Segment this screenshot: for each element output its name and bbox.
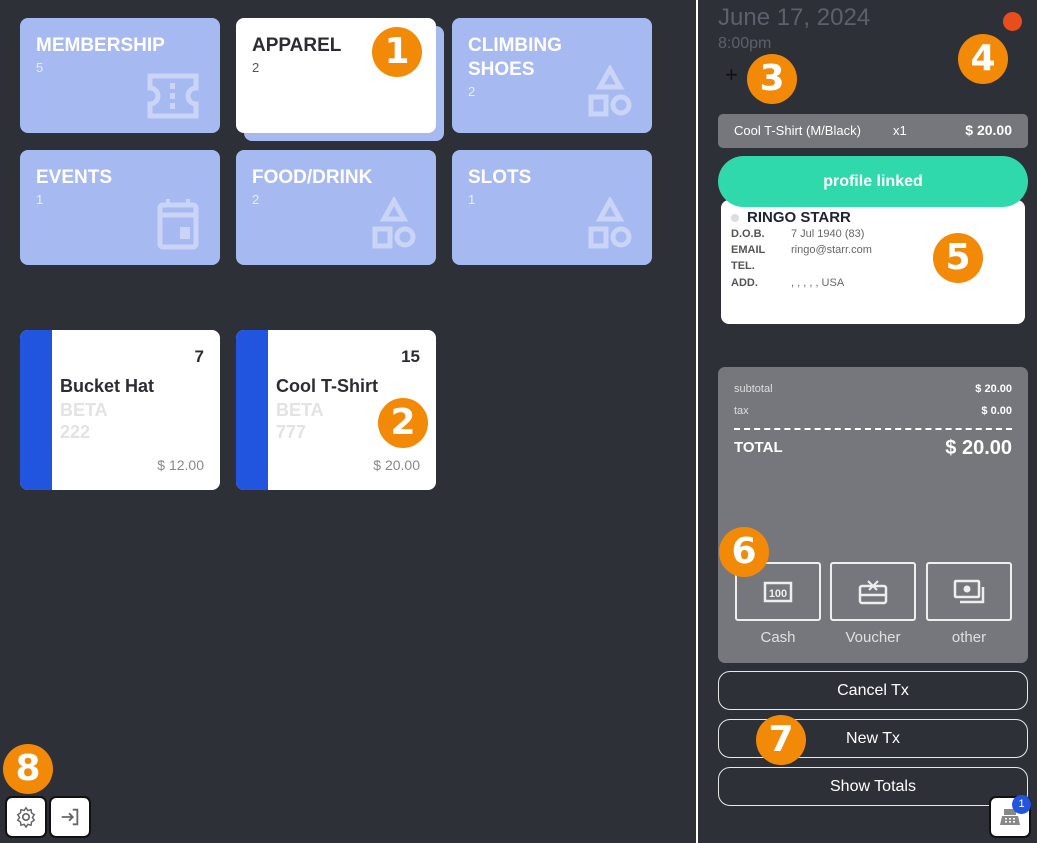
category-climbing-shoes[interactable]: CLIMBING SHOES 2 [452, 18, 652, 133]
product-card-bucket-hat[interactable]: 7 Bucket Hat BETA 222 $ 12.00 [20, 330, 220, 490]
cash-register-icon [1000, 809, 1020, 825]
product-code: 222 [60, 422, 91, 442]
product-code: 777 [276, 422, 307, 442]
cart-item-name: Cool T-Shirt (M/Black) [734, 123, 861, 138]
product-color-stripe [236, 330, 268, 490]
shapes-icon [372, 197, 416, 249]
email-value: ringo@starr.com [791, 244, 872, 256]
annotation-marker: 4 [958, 34, 1008, 84]
category-food-drink[interactable]: FOOD/DRINK 2 [236, 150, 436, 265]
category-count: 2 [252, 192, 260, 207]
category-membership[interactable]: MEMBERSHIP 5 [20, 18, 220, 133]
login-icon [61, 808, 79, 826]
total-label: TOTAL [734, 439, 783, 456]
calendar-icon [157, 199, 199, 250]
panel-divider [696, 0, 698, 843]
status-dot [1003, 12, 1022, 31]
cart-item-price: $ 20.00 [965, 122, 1012, 138]
voucher-icon [858, 579, 888, 604]
dob-value: 7 Jul 1940 (83) [791, 228, 865, 240]
profile-card[interactable]: RINGO STARR D.O.B. 7 Jul 1940 (83) EMAIL… [721, 200, 1025, 324]
product-stock: 7 [194, 347, 204, 366]
other-payment-icon [953, 579, 985, 603]
category-count: 2 [252, 60, 260, 75]
totals-panel: subtotal $ 20.00 tax $ 0.00 TOTAL $ 20.0… [718, 367, 1028, 663]
category-slots[interactable]: SLOTS 1 [452, 150, 652, 265]
tax-label: tax [734, 405, 749, 417]
dob-label: D.O.B. [731, 228, 765, 240]
add-button[interactable]: + [725, 62, 738, 87]
gear-icon [16, 806, 36, 828]
pay-other-button[interactable] [926, 562, 1012, 621]
login-button[interactable] [49, 796, 91, 838]
product-price: $ 12.00 [157, 457, 204, 473]
annotation-marker: 2 [378, 398, 428, 448]
new-tx-button[interactable]: New Tx [718, 719, 1028, 758]
tel-label: TEL. [731, 260, 755, 272]
cancel-tx-button[interactable]: Cancel Tx [718, 671, 1028, 710]
address-label: ADD. [731, 277, 758, 289]
pay-cash-label: Cash [760, 629, 796, 646]
category-count: 1 [36, 192, 44, 207]
category-count: 1 [468, 192, 476, 207]
annotation-marker: 3 [747, 54, 797, 104]
product-name: Bucket Hat [60, 376, 155, 396]
category-events[interactable]: EVENTS 1 [20, 150, 220, 265]
cash-icon: 100 [763, 581, 793, 602]
pay-cash-button[interactable]: 100 [735, 562, 821, 621]
annotation-marker: 8 [3, 744, 53, 794]
category-name: MEMBERSHIP [36, 35, 165, 56]
cart-line-item[interactable]: Cool T-Shirt (M/Black) x1 $ 20.00 [718, 114, 1028, 148]
category-name: SLOTS [468, 167, 532, 188]
pay-other-label: other [951, 629, 987, 646]
category-count: 2 [468, 84, 476, 99]
pay-voucher-label: Voucher [845, 629, 901, 646]
totals-separator [734, 428, 1012, 430]
product-brand: BETA [276, 400, 324, 420]
profile-linked-button[interactable]: profile linked [718, 156, 1028, 207]
category-name: APPAREL [252, 35, 342, 56]
product-name: Cool T-Shirt [276, 376, 378, 396]
email-label: EMAIL [731, 244, 766, 256]
date-label: June 17, 2024 [718, 4, 871, 31]
register-count-badge: 1 [1012, 795, 1031, 814]
tax-value: $ 0.00 [981, 405, 1012, 417]
shapes-icon [588, 65, 632, 117]
time-label: 8:00pm [718, 35, 772, 52]
annotation-marker: 7 [756, 715, 806, 765]
pay-voucher-button[interactable] [830, 562, 916, 621]
product-brand: BETA [60, 400, 108, 420]
product-price: $ 20.00 [373, 457, 420, 473]
total-value: $ 20.00 [945, 437, 1012, 459]
subtotal-value: $ 20.00 [975, 383, 1012, 395]
profile-status-dot [731, 214, 739, 222]
product-color-stripe [20, 330, 52, 490]
subtotal-label: subtotal [734, 383, 773, 395]
category-name: EVENTS [36, 167, 113, 188]
annotation-marker: 5 [933, 233, 983, 283]
ticket-icon [147, 73, 199, 119]
product-stock: 15 [401, 347, 420, 366]
svg-text:100: 100 [769, 588, 787, 600]
settings-button[interactable] [5, 796, 47, 838]
address-value: , , , , , USA [791, 277, 845, 289]
category-name: FOOD/DRINK [252, 167, 373, 188]
shapes-icon [588, 197, 632, 249]
category-name: CLIMBING SHOES [468, 35, 562, 80]
category-count: 5 [36, 60, 44, 75]
show-totals-button[interactable]: Show Totals [718, 767, 1028, 806]
profile-name: RINGO STARR [747, 209, 851, 226]
annotation-marker: 1 [372, 27, 422, 77]
annotation-marker: 6 [719, 527, 769, 577]
cart-item-qty: x1 [893, 123, 907, 138]
